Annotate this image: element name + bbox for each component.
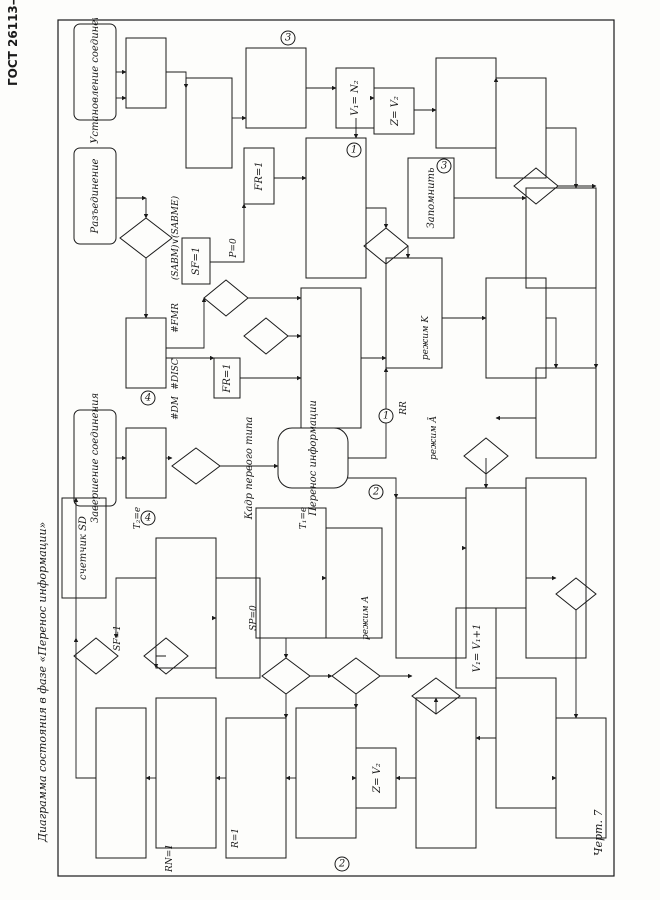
side-header: ГОСТ 26113—84 Диаграмма состояния в фазе… (0, 0, 605, 900)
connector-3a (280, 30, 296, 46)
svg-text:T₁=e: T₁=e (299, 507, 309, 529)
sf-mid-label: SF=1 (191, 247, 202, 276)
svg-text:SP=0: SP=0 (249, 605, 259, 631)
sd-counter-box (61, 497, 107, 599)
svg-text:2: 2 (372, 487, 379, 498)
sf-mid-box (181, 237, 211, 285)
svg-text:3: 3 (285, 33, 291, 44)
svg-text:RN=1: RN=1 (165, 844, 175, 873)
svg-text:#DISC: #DISC (171, 358, 181, 389)
svg-text:RR: RR (399, 401, 409, 416)
decision-diamonds (73, 167, 597, 715)
disconnect-label: Разъединение (90, 158, 101, 234)
svg-text:режим A: режим A (361, 596, 371, 640)
connector-2a (368, 484, 384, 500)
svg-text:4: 4 (144, 393, 151, 404)
sd-counter-label: счетчик SD (78, 516, 89, 580)
svg-text:(SABM)∨(SABME): (SABM)∨(SABME) (170, 195, 181, 280)
fr-top-box (243, 147, 275, 205)
release-label: Завершение соединения (90, 393, 101, 523)
standard-number: ГОСТ 26113—84 (6, 0, 20, 86)
disconnect-box (73, 147, 117, 245)
frame-label: Кадр первого типа (244, 417, 255, 521)
connector-2b (334, 856, 350, 872)
connector-1a (346, 142, 362, 158)
svg-text:4: 4 (144, 513, 151, 524)
z-v2-box (373, 87, 415, 135)
svg-text:P=0: P=0 (229, 238, 239, 259)
edge-labels: #FMR P=0 #DISC #DM режим A режим Ā режим… (113, 195, 439, 873)
connector-3b (436, 158, 452, 174)
connector-4a (140, 390, 156, 406)
zv2-left-label: Z= V₂ (372, 763, 383, 794)
page-title: Диаграмма состояния в фазе «Перенос инфо… (36, 521, 49, 842)
svg-text:T₂=e: T₂=e (133, 507, 143, 529)
svg-text:2: 2 (338, 859, 345, 870)
connector-1b (378, 408, 394, 424)
fr-mid-label: FR=1 (222, 363, 233, 393)
svg-text:SF=1: SF=1 (113, 625, 123, 651)
node-labels: Установление соединения Разъединение Зав… (78, 18, 483, 794)
v1-label: V₁= N₂ (350, 80, 361, 116)
svg-text:#FMR: #FMR (171, 303, 181, 333)
z-v2-label: Z= V₂ (390, 96, 401, 127)
connector-circles (140, 30, 452, 872)
svg-text:режим Ā: режим Ā (427, 416, 439, 460)
svg-text:3: 3 (441, 161, 447, 172)
vplus-label: V₁= V₁+1 (472, 624, 483, 673)
state-diagram: 1 1 2 2 3 3 4 4 Установление соединения … (57, 18, 615, 877)
connector-4b (140, 510, 156, 526)
fr-top-label: FR=1 (254, 161, 265, 191)
state-boxes (61, 23, 607, 859)
svg-text:1: 1 (351, 145, 357, 156)
svg-text:1: 1 (383, 411, 389, 422)
svg-text:#DM: #DM (171, 395, 181, 420)
frame-outer (57, 19, 615, 877)
connector-numbers: 1 1 2 2 3 3 4 4 (144, 33, 447, 870)
connector-lines (73, 69, 599, 781)
transfer-label: Перенос информации (308, 400, 319, 517)
setup-label: Установление соединения (90, 18, 101, 144)
remember-label: Запомнить (426, 168, 437, 229)
svg-text:режим K: режим K (421, 315, 431, 360)
svg-text:R=1: R=1 (231, 828, 241, 849)
